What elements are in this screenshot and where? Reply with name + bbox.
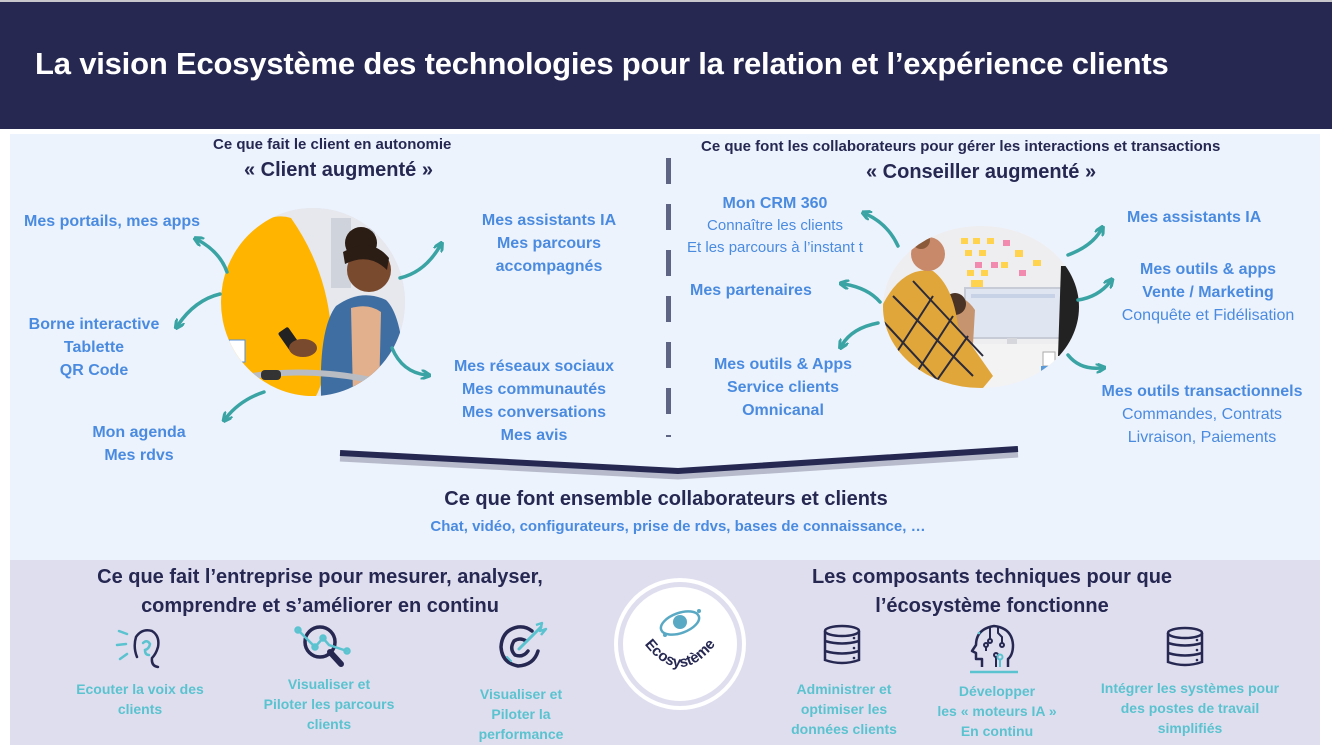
conseiller-item-crm: Mon CRM 360 Connaître les clients Et les… [687, 195, 863, 256]
technical-item-systemes: Intégrer les systèmes pour des postes de… [1100, 680, 1280, 736]
client-section-title: « Client augmenté » [244, 159, 433, 181]
together-section-title: Ce que font ensemble collaborateurs et c… [444, 488, 888, 510]
svg-text:Ecosystème: Ecosystème [641, 636, 718, 671]
conseiller-item-vente: Mes outils & apps Vente / Marketing Conq… [1121, 261, 1295, 324]
client-photo-circle [221, 208, 405, 396]
header-banner: La vision Ecosystème des technologies po… [0, 2, 1332, 129]
ecosystem-badge-label: Ecosystème [641, 636, 718, 671]
technical-item-moteurs-ia: Développer les « moteurs IA » En continu [937, 683, 1057, 739]
arrow-to-reseaux [390, 346, 426, 375]
enterprise-item-performance: Visualiser et Piloter la performance [478, 686, 564, 742]
conseiller-section-subtitle: Ce que font les collaborateurs pour gére… [701, 138, 1221, 155]
database-icon [823, 624, 861, 665]
client-item-borne: Borne interactive Tablette QR Code [28, 316, 160, 379]
client-item-portails: Mes portails, mes apps [24, 213, 201, 230]
technical-section-title: Les composants techniques pour que l’éco… [811, 566, 1173, 617]
ear-icon [115, 629, 160, 669]
woman-with-smartphone-illustration [221, 208, 405, 396]
client-item-reseaux: Mes réseaux sociaux Mes communautés Mes … [453, 358, 615, 444]
ecosystem-badge: Ecosystème [618, 582, 742, 706]
client-item-assistants: Mes assistants IA Mes parcours accompagn… [481, 212, 617, 275]
arrow-to-assistants-client [398, 246, 440, 280]
conseiller-item-partenaires: Mes partenaires [690, 282, 812, 299]
conseiller-item-assistants: Mes assistants IA [1127, 209, 1262, 226]
top-border-line [0, 0, 1332, 2]
enterprise-item-ecouter: Ecouter la voix des clients [76, 681, 204, 717]
converging-chevron-line [339, 446, 1019, 480]
technical-item-donnees: Administrer et optimiser les données cli… [791, 681, 897, 737]
enterprise-section-title: Ce que fait l’entreprise pour mesurer, a… [97, 566, 543, 617]
upper-panel [10, 134, 1320, 560]
arrow-to-vente [1076, 282, 1110, 302]
database-icon [1166, 626, 1204, 667]
arrow-to-transactionnels [1066, 353, 1101, 368]
arrow-to-partenaires [844, 284, 882, 304]
conseiller-item-service: Mes outils & Apps Service clients Omnica… [713, 356, 853, 419]
arrow-to-borne [178, 292, 222, 325]
arrow-to-agenda [226, 390, 266, 418]
arrow-to-portails [198, 240, 229, 274]
arrow-to-crm [866, 214, 900, 248]
enterprise-item-parcours: Visualiser et Piloter les parcours clien… [263, 676, 395, 732]
magnifier-chart-icon [294, 625, 351, 667]
page-title: La vision Ecosystème des technologies po… [35, 46, 1169, 81]
conseiller-section-title: « Conseiller augmenté » [866, 161, 1097, 183]
target-arrow-icon [499, 621, 548, 668]
client-item-agenda: Mon agenda Mes rdvs [92, 424, 186, 464]
arrow-to-service [842, 321, 880, 345]
orbit-planet-icon: Ecosystème [641, 609, 719, 671]
arrow-to-assistants-conseiller [1066, 230, 1101, 257]
client-section-subtitle: Ce que fait le client en autonomie [213, 136, 452, 153]
ai-head-circuit-icon [970, 624, 1018, 674]
together-section-subtitle: Chat, vidéo, configurateurs, prise de rd… [430, 518, 926, 535]
conseiller-item-transactionnels: Mes outils transactionnels Commandes, Co… [1101, 383, 1303, 446]
